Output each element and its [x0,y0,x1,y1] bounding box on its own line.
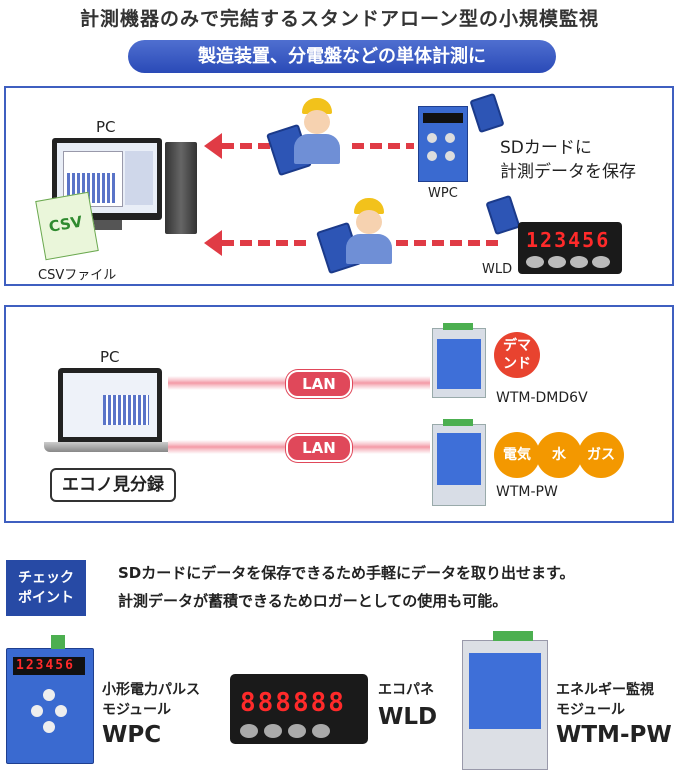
arrowhead-bottom [204,230,222,256]
sd-note-line2: 計測データを保存 [500,162,636,182]
wpc-label: WPC [428,186,458,201]
page-title: 計測機器のみで完結するスタンドアローン型の小規模監視 [79,8,600,30]
wtm-pw-product-line2: モジュール [556,702,626,718]
demand-badge-line2: ンド [503,356,531,372]
wld-device-icon: 123456 [518,222,622,274]
wld-product-image: 888888 [230,674,368,744]
wtm-pw-product-name: WTM-PW [556,722,672,748]
pc2-label: PC [100,348,120,366]
laptop-base [44,442,176,452]
laptop-icon [58,368,162,442]
wpc-device-icon [418,106,468,182]
wpc-product-image: 123456 [6,635,94,764]
wpc-product-display: 123456 [16,658,75,673]
sd-note-line1: SDカードに [500,138,592,158]
water-badge: 水 [536,432,582,478]
subtitle-pill: 製造装置、分電盤などの単体計測に [128,40,556,73]
lan-pill-1: LAN [286,370,352,398]
dashed-arrow-bottom-left [222,240,312,246]
csv-label: CSVファイル [38,268,117,283]
wld-product-display: 888888 [240,688,346,718]
arrowhead-top [204,133,222,159]
demand-badge: デマ ンド [494,332,540,378]
wpc-product-line2: モジュール [102,702,172,718]
wtm-dmd6v-device-icon [432,323,486,398]
wtm-dmd6v-label: WTM-DMD6V [496,390,588,406]
wtm-pw-product-image [462,631,548,770]
person-icon [344,198,394,264]
software-label-box: エコノ見分録 [50,468,176,502]
csv-icon-text: CSV [47,212,84,236]
wld-product-line1: エコパネ [378,682,434,698]
wld-label: WLD [482,262,513,277]
demand-badge-line1: デマ [503,338,531,354]
pc-tower-icon [165,142,197,234]
wtm-pw-device-icon [432,419,486,506]
gas-badge: ガス [578,432,624,478]
csv-file-icon: CSV [35,191,99,261]
electric-badge: 電気 [494,432,540,478]
person-icon [292,98,342,164]
checkpoint-line1: SDカードにデータを保存できるため手軽にデータを取り出せます。 [118,564,575,582]
checkpoint-tag-line2: ポイント [18,590,74,606]
wpc-product-line1: 小形電力パルス [102,682,200,698]
pc-label: PC [96,118,116,136]
dashed-arrow-top-right [352,143,414,149]
software-label: エコノ見分録 [62,475,164,495]
pc-stand [92,220,122,230]
checkpoint-tag-line1: チェック [18,570,74,586]
lan-pill-2: LAN [286,434,352,462]
checkpoint-line2: 計測データが蓄積できるためロガーとしての使用も可能。 [118,592,508,610]
wld-display: 123456 [526,228,611,252]
wtm-pw-label: WTM-PW [496,484,558,500]
dashed-arrow-top-left [222,143,290,149]
wld-product-name: WLD [378,704,438,730]
wpc-product-name: WPC [102,722,162,748]
wtm-pw-product-line1: エネルギー監視 [556,682,654,698]
checkpoint-tag: チェックポイント [6,560,86,616]
dashed-arrow-bottom-right [396,240,504,246]
